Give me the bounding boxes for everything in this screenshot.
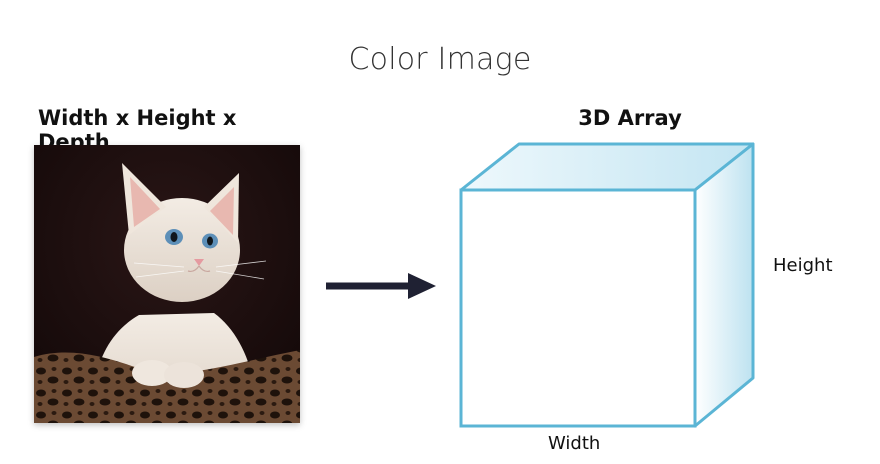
width-label: Width xyxy=(548,433,601,454)
kitten-photo xyxy=(34,145,300,423)
right-heading: 3D Array xyxy=(578,106,682,130)
arrow-right-icon xyxy=(326,270,438,306)
diagram-title: Color Image xyxy=(348,42,532,77)
kitten-illustration xyxy=(34,145,300,423)
3d-array-cube xyxy=(455,140,759,434)
left-heading: Width x Height x Depth xyxy=(38,106,237,154)
height-label: Height xyxy=(773,255,833,276)
